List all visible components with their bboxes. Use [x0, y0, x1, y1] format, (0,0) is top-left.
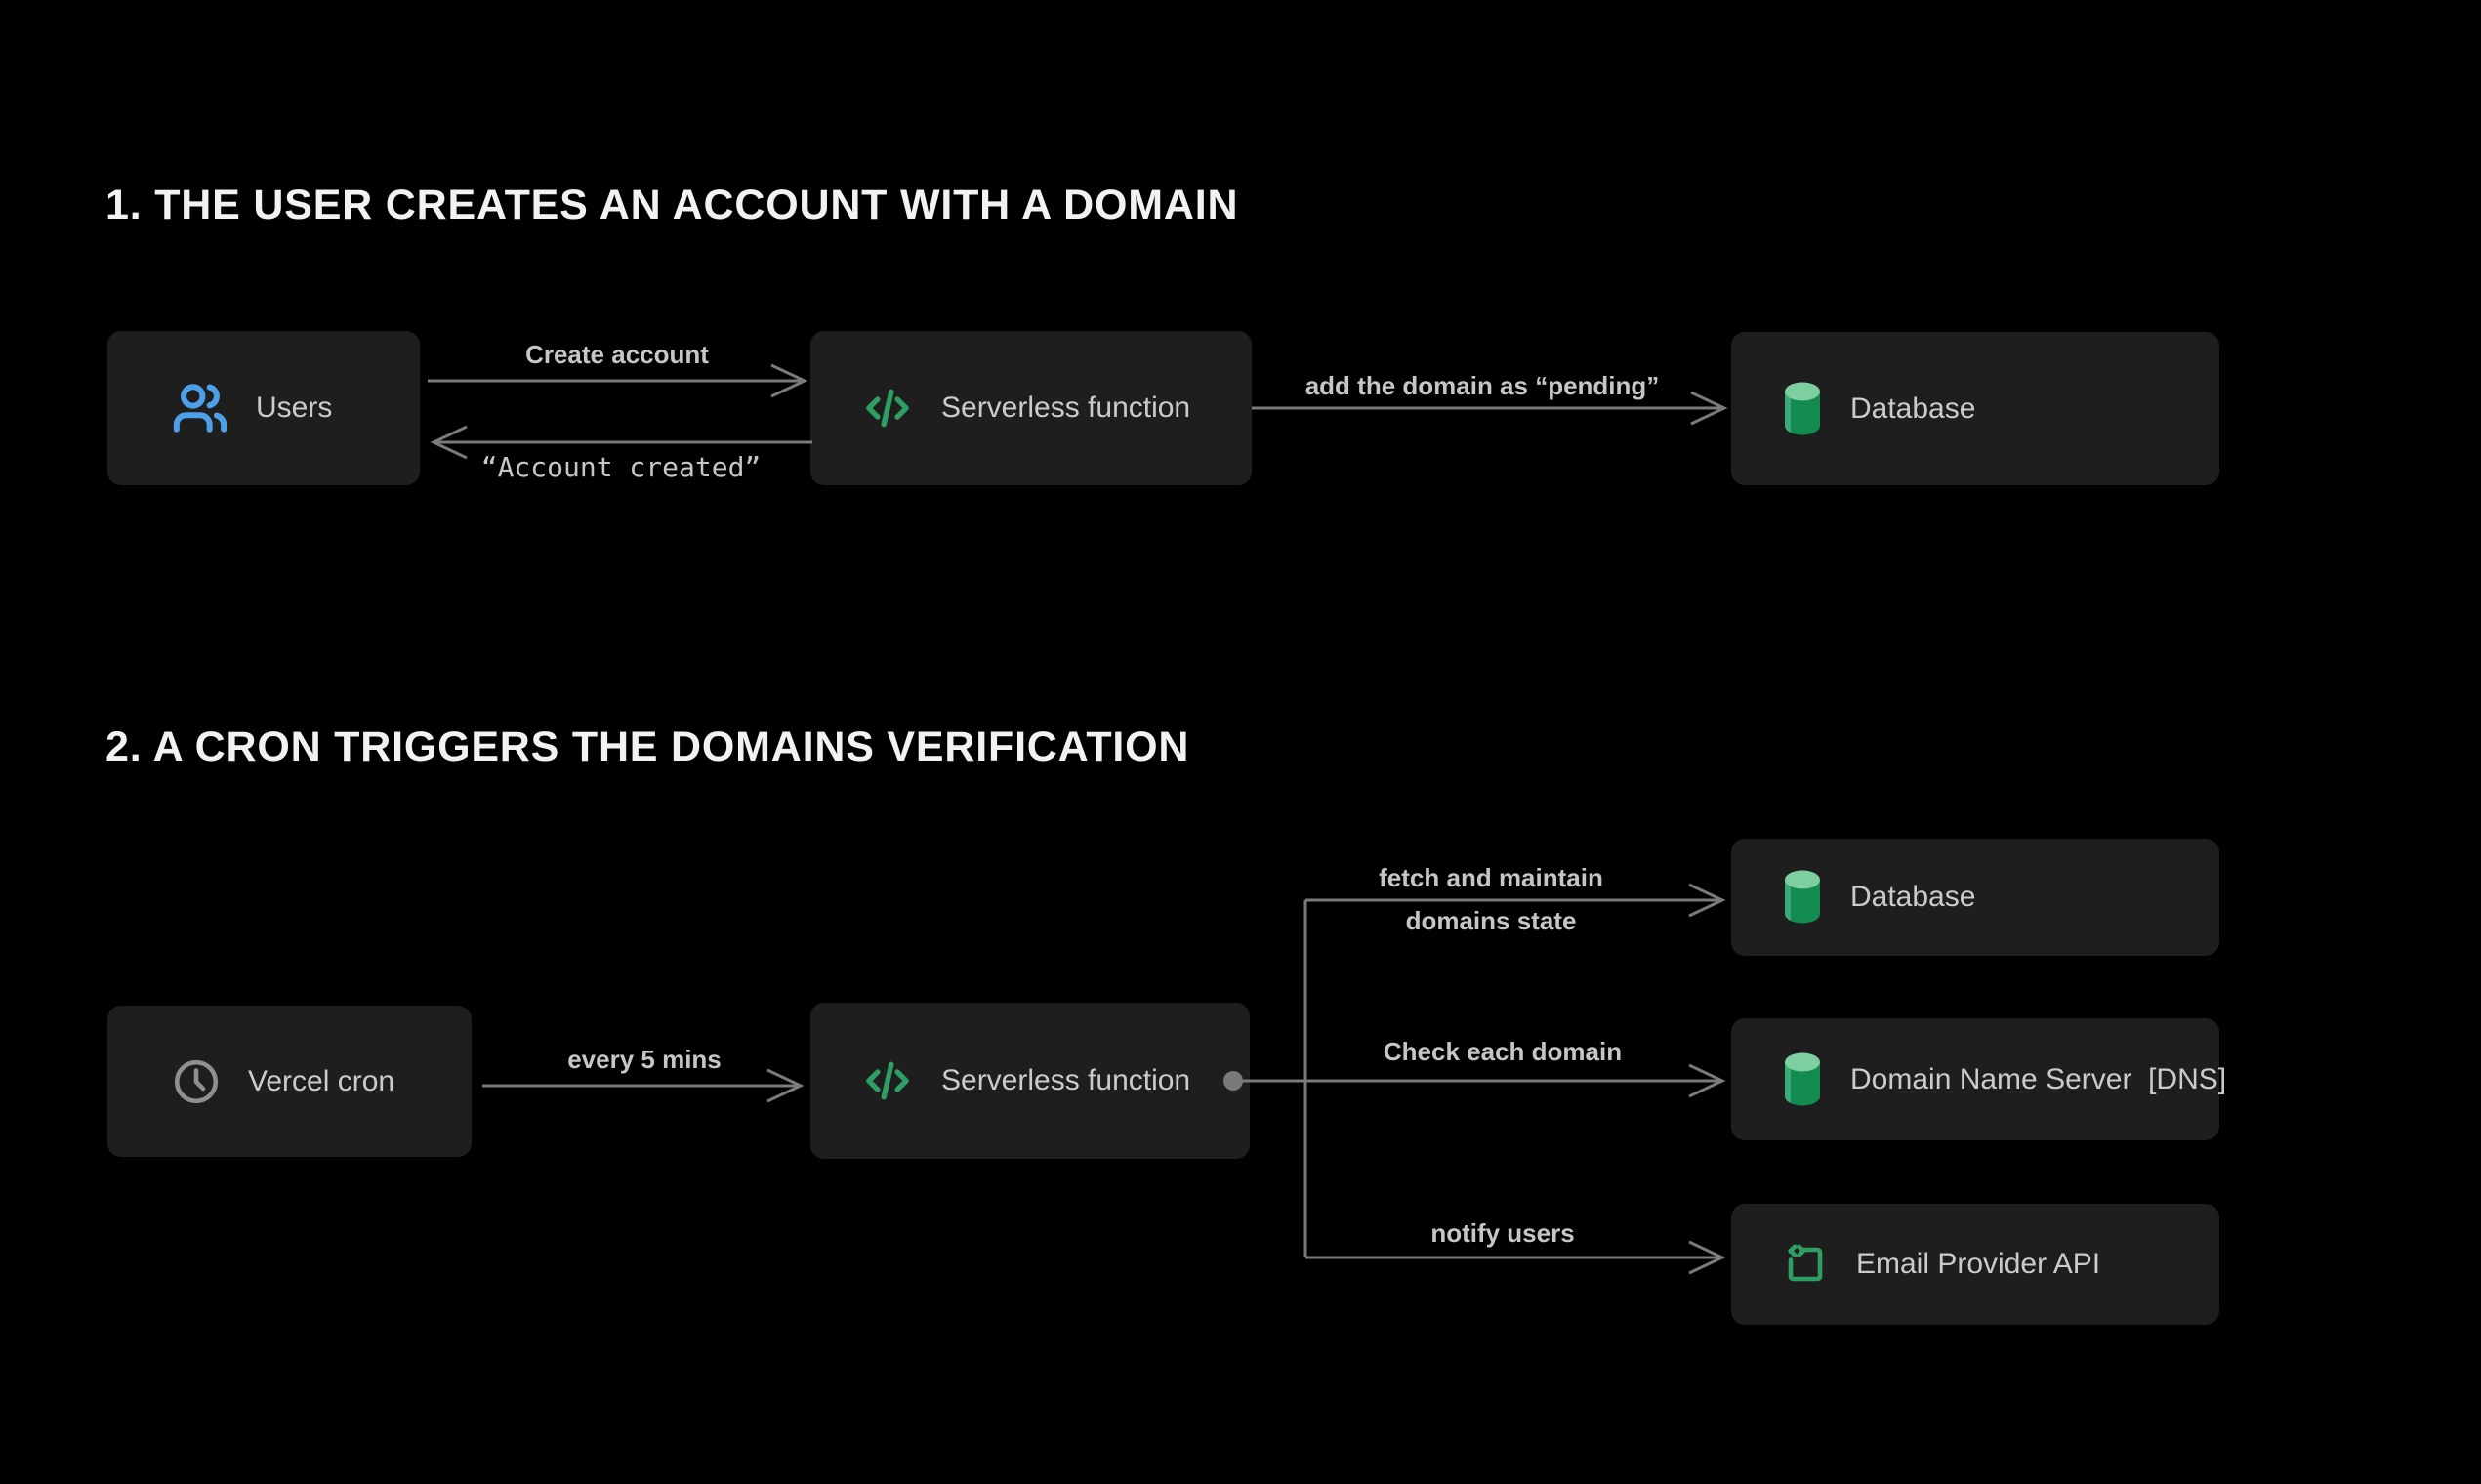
serverless-function-box-2: Serverless function: [810, 1003, 1250, 1159]
label-account-created: “Account created”: [480, 451, 762, 483]
label-notify-users: notify users: [1430, 1218, 1575, 1248]
section2-title: 2. A CRON TRIGGERS THE DOMAINS VERIFICAT…: [105, 723, 1190, 770]
label-add-domain-pending: add the domain as “pending”: [1304, 371, 1660, 400]
label-domains-state: domains state: [1405, 906, 1577, 935]
database-cylinder-icon: [1782, 381, 1823, 437]
label-fetch-and-maintain: fetch and maintain: [1379, 863, 1603, 892]
database-box-1: Database: [1731, 332, 2219, 485]
label-create-account: Create account: [525, 340, 709, 369]
section1-title: 1. THE USER CREATES AN ACCOUNT WITH A DO…: [105, 182, 1239, 228]
arrowhead-notify-users: [1688, 1240, 1726, 1275]
serverless-function-box-1: Serverless function: [810, 331, 1252, 485]
email-provider-api-box: Email Provider API: [1731, 1204, 2219, 1325]
database-label: Database: [1850, 881, 1976, 913]
arrowhead-account-created: [430, 425, 468, 460]
serverless-function-label: Serverless function: [941, 392, 1191, 424]
arrowhead-add-domain: [1690, 391, 1728, 426]
dns-box: Domain Name Server [DNS]: [1731, 1018, 2226, 1140]
database-label: Database: [1850, 392, 1976, 425]
code-brackets-icon: [861, 382, 914, 434]
vercel-cron-box: Vercel cron: [107, 1006, 472, 1157]
clock-icon: [172, 1057, 221, 1106]
arrowhead-create-account: [770, 363, 808, 398]
users-box: Users: [107, 331, 420, 485]
users-label: Users: [256, 392, 333, 424]
label-check-each-domain: Check each domain: [1383, 1037, 1623, 1066]
arrowhead-fetch-domains-state: [1688, 883, 1726, 918]
arrowhead-check-each-domain: [1688, 1063, 1726, 1098]
vercel-cron-label: Vercel cron: [248, 1064, 395, 1097]
arrowhead-every-5-mins: [766, 1068, 805, 1103]
users-icon: [172, 380, 228, 436]
database-cylinder-icon: [1782, 1051, 1823, 1108]
label-every-5-mins: every 5 mins: [567, 1045, 722, 1074]
dns-label: Domain Name Server [DNS]: [1850, 1062, 2227, 1095]
database-cylinder-icon: [1782, 869, 1823, 926]
api-code-frame-icon: [1782, 1241, 1829, 1288]
email-provider-api-label: Email Provider API: [1856, 1248, 2101, 1280]
serverless-function-label: Serverless function: [941, 1064, 1191, 1096]
code-brackets-icon: [861, 1054, 914, 1107]
database-box-2: Database: [1731, 839, 2219, 956]
